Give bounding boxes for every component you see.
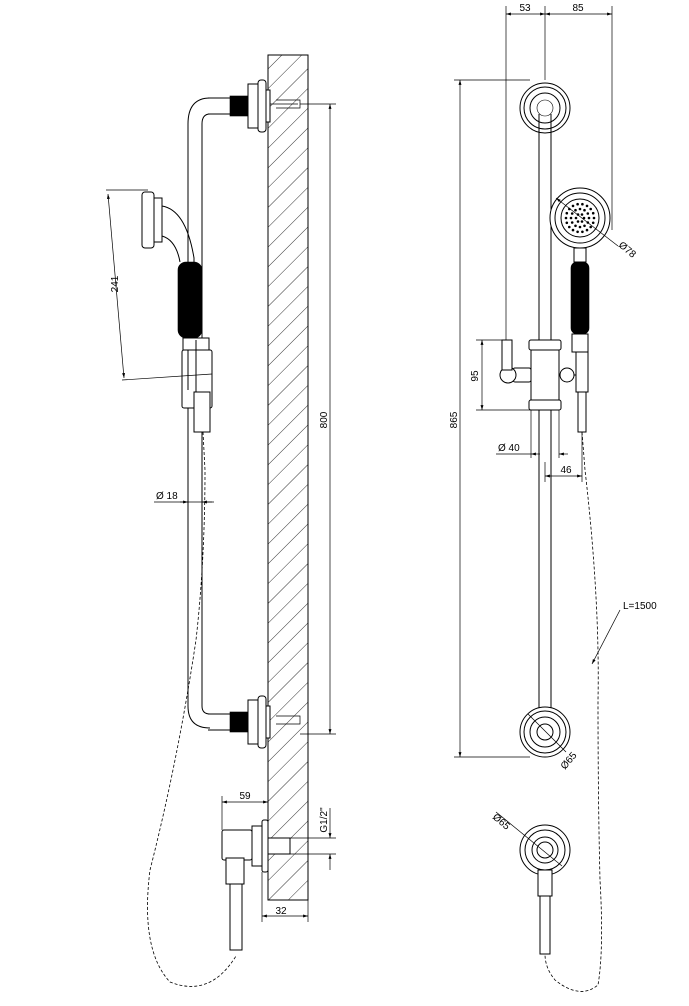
dim-holder-diameter-label: Ø 40 [498,443,520,454]
dim-95-label: 95 [470,370,481,382]
front-outlet [519,824,571,955]
nozzle-dot [576,220,580,223]
hand-shower [141,191,213,433]
dim-flange-bottom-label: Ø65 [559,750,580,772]
dim-59-label: 59 [239,791,251,802]
dim-865-label: 865 [449,411,460,428]
nozzle-dot [570,212,574,215]
nozzle-dot [592,216,596,220]
nozzle-dot [581,202,584,206]
side-view: 800 241 Ø 18 59 G1/2" [106,54,336,987]
dim-hose-length-label: L=1500 [623,601,657,612]
top-wall-bracket [208,79,301,133]
front-rail [538,114,552,712]
nozzle-dot [571,204,575,208]
dim-32: 32 [261,872,309,922]
nozzle-dot [565,221,569,225]
dim-46-label: 46 [560,465,572,476]
dim-95: 95 [470,339,531,411]
nozzle-dot [586,212,590,215]
nozzle-dot [571,228,575,232]
dim-rail-diameter-label: Ø 18 [156,491,178,502]
nozzle-dot [585,228,589,232]
wall-outlet [221,819,291,951]
nozzle-dot [576,230,579,234]
dim-85-label: 85 [572,3,584,14]
nozzle-dot [568,207,571,211]
dim-800: 800 [300,103,336,735]
nozzle-dot [581,230,584,234]
bottom-wall-bracket [208,695,301,749]
nozzle-dot [564,216,568,220]
dim-241: 241 [106,189,213,381]
nozzle-dot [574,224,577,228]
nozzle-dot [578,207,582,211]
nozzle-dot [574,216,578,220]
nozzle-dot [591,211,595,215]
dim-46: 46 [544,432,583,482]
nozzle-dot [589,207,592,211]
nozzle-dot [589,225,592,229]
hose-side [147,431,237,987]
nozzle-dot [569,216,573,220]
dim-holder-diameter: Ø 40 [496,410,568,458]
nozzle-dot [591,221,595,225]
nozzle-dot [578,225,582,229]
front-shower-head [549,187,611,433]
dim-outlet-diameter-label: Ø65 [490,812,512,833]
dim-800-label: 800 [319,411,330,428]
nozzle-dot [587,216,591,220]
dim-hose-length: L=1500 [591,601,657,665]
nozzle-dot [583,208,586,212]
nozzle-dot [574,208,577,212]
nozzle-dot [583,224,586,228]
dim-865: 865 [449,79,530,758]
dim-rail-diameter: Ø 18 [154,491,214,504]
dim-thread-label: G1/2" [319,807,330,833]
dim-241-label: 241 [110,275,121,292]
dim-59: 59 [221,791,269,830]
nozzle-dot [580,213,584,216]
nozzle-dot [565,211,569,215]
dim-53-label: 53 [519,3,531,14]
dim-32-label: 32 [275,906,287,917]
nozzle-dot [576,202,579,206]
dim-top: 53 85 [505,3,613,340]
front-top-flange [519,82,571,134]
nozzle-dot [580,220,584,223]
dim-thread: G1/2" [290,807,336,870]
nozzle-dot [582,216,586,220]
front-view: 53 85 [449,3,657,992]
wall-section [267,54,309,901]
front-bottom-flange [519,706,571,758]
nozzle-dot [568,225,571,229]
dim-head-diameter-label: Ø78 [616,240,638,261]
front-holder [499,339,576,411]
nozzle-dot [585,204,589,208]
nozzle-dot [570,221,574,224]
